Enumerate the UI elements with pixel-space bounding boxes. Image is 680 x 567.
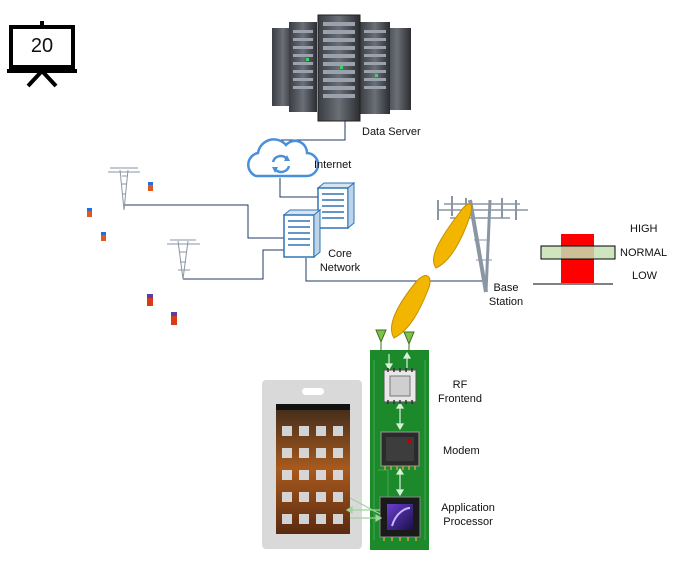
mini-device-icon xyxy=(87,182,177,325)
presentation-board-icon xyxy=(7,21,77,88)
base-station-label-line2: Station xyxy=(488,296,524,308)
internet-label: Internet xyxy=(314,159,352,171)
board-arrows xyxy=(384,351,412,497)
cloud-sync-icon xyxy=(247,138,320,178)
data-server-label: Data Server xyxy=(362,126,421,138)
link-tower2-core xyxy=(183,249,289,280)
application-processor-chip-icon xyxy=(379,496,421,541)
level-indicator xyxy=(533,234,616,285)
level-low-label: LOW xyxy=(632,270,658,282)
application-processor-label-line1: Application xyxy=(441,502,495,514)
rf-frontend-label: RF Frontend xyxy=(430,378,490,406)
rf-frontend-label-line2: Frontend xyxy=(437,393,483,405)
modem-chip-icon xyxy=(380,431,420,470)
server-rack-icon xyxy=(272,14,411,122)
application-processor-label: Application Processor xyxy=(430,501,506,529)
modem-label: Modem xyxy=(443,445,480,457)
base-station-tower-icon xyxy=(437,196,528,293)
level-normal-label: NORMAL xyxy=(620,247,668,259)
link-tower1-core xyxy=(124,204,289,239)
smartphone-icon xyxy=(262,380,362,549)
link-internet-core xyxy=(279,178,318,198)
rf-frontend-label-line1: RF xyxy=(452,379,468,391)
core-network-label: Core Network xyxy=(312,247,368,275)
signal-beam-icon xyxy=(390,203,473,339)
base-station-label-line1: Base xyxy=(493,282,519,294)
antenna-icon xyxy=(375,329,415,352)
base-station-label: Base Station xyxy=(481,281,531,309)
slide-number: 20 xyxy=(30,35,54,57)
core-network-label-line2: Network xyxy=(319,262,361,274)
core-network-label-line1: Core xyxy=(328,248,352,260)
application-processor-label-line2: Processor xyxy=(443,516,493,528)
rf-frontend-chip-icon xyxy=(383,368,417,404)
cell-tower-icon xyxy=(108,167,200,280)
core-server-icon xyxy=(282,181,356,259)
phone-processor-arrows xyxy=(345,497,383,523)
level-high-label: HIGH xyxy=(630,223,658,235)
